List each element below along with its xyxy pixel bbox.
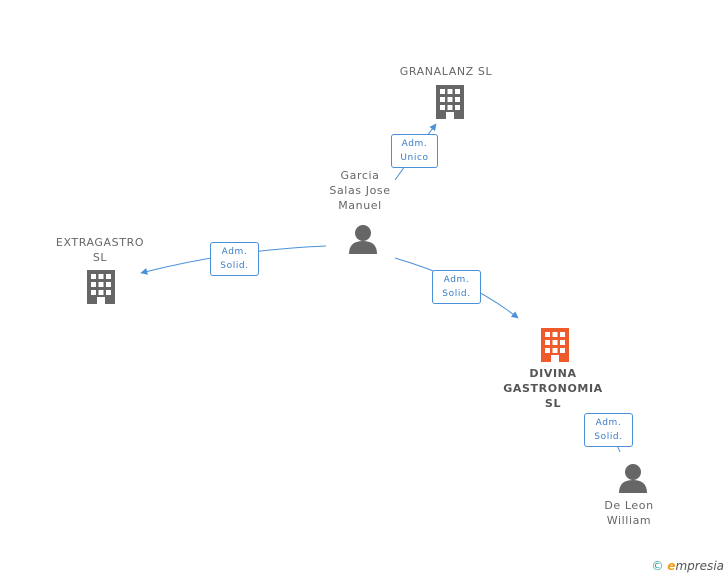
node-label-divina: DIVINA GASTRONOMIA SL bbox=[503, 367, 603, 410]
building-icon[interactable] bbox=[85, 270, 117, 304]
brand-logo-e: e bbox=[667, 559, 676, 573]
node-label-garcia: Garcia Salas Jose Manuel bbox=[329, 169, 391, 212]
node-label-granalanz: GRANALANZ SL bbox=[399, 65, 493, 78]
edge-label-deleon-divina[interactable]: Adm. Solid. bbox=[584, 413, 633, 447]
node-label-extragastro: EXTRAGASTRO SL bbox=[55, 236, 145, 264]
brand-logo-text: mpresia bbox=[675, 559, 724, 573]
building-icon-focus[interactable] bbox=[539, 328, 571, 362]
person-icon[interactable] bbox=[348, 224, 378, 254]
edge-label-garcia-extragastro[interactable]: Adm. Solid. bbox=[210, 242, 259, 276]
person-icon[interactable] bbox=[618, 463, 648, 493]
building-icon[interactable] bbox=[434, 85, 466, 119]
copyright-symbol: © bbox=[651, 559, 664, 573]
empresia-watermark: © empresia bbox=[651, 559, 724, 573]
node-label-deleon: De Leon William bbox=[604, 499, 654, 527]
edge-label-garcia-divina[interactable]: Adm. Solid. bbox=[432, 270, 481, 304]
edge-label-garcia-granalanz[interactable]: Adm. Unico bbox=[391, 134, 438, 168]
